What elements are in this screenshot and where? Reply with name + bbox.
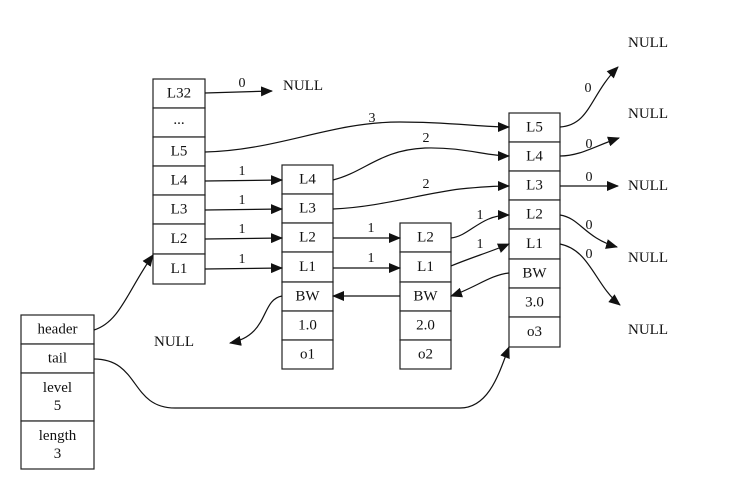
edge-label: 0 xyxy=(586,170,593,185)
length-field-value: 3 xyxy=(54,446,62,462)
edge-label: 1 xyxy=(239,164,246,179)
header-field xyxy=(20,314,95,345)
node-level-L2 xyxy=(281,222,334,253)
null-label-header-L32: NULL xyxy=(283,78,323,94)
header-level-L2 xyxy=(152,223,206,255)
node-score-label: 2.0 xyxy=(416,318,435,334)
header-node: L32 ... L5 L4 L3 L2 L1 xyxy=(152,78,206,285)
node-obj-label: o1 xyxy=(300,347,315,363)
node-obj xyxy=(399,339,452,370)
header-level-ellipsis xyxy=(152,107,206,138)
edge-label: 0 xyxy=(586,218,593,233)
edge-o3-backward-o2 xyxy=(450,272,510,298)
node-level-label: L4 xyxy=(526,149,543,165)
edge-o3-L5-null xyxy=(559,66,619,128)
edge-o1-L3-o3 xyxy=(332,181,510,210)
node-level-L2 xyxy=(399,222,452,253)
node-o2: L2 L1 BW 2.0 o2 xyxy=(399,222,452,370)
node-level-label: L4 xyxy=(299,172,316,188)
node-level-label: L1 xyxy=(526,236,543,252)
edge-header-to-header-node xyxy=(93,254,154,331)
header-level-label: L1 xyxy=(171,261,188,277)
node-score xyxy=(508,287,561,318)
node-backward-label: BW xyxy=(295,289,320,305)
level-field-label: level xyxy=(43,380,72,396)
tail-field-label: tail xyxy=(48,351,67,367)
edge-o3-L4-null xyxy=(559,136,620,157)
edge-label: 1 xyxy=(477,237,484,252)
node-level-label: L2 xyxy=(526,207,543,223)
node-score xyxy=(281,310,334,341)
node-backward-label: BW xyxy=(413,289,438,305)
node-backward-label: BW xyxy=(522,266,547,282)
node-level-label: L3 xyxy=(526,178,543,194)
node-level-label: L1 xyxy=(417,259,434,275)
edge-label: 0 xyxy=(239,76,246,91)
header-field-label: header xyxy=(38,322,78,338)
header-level-label: ... xyxy=(173,112,184,128)
edge-label: 1 xyxy=(477,208,484,223)
edge-header-L3-o1 xyxy=(204,204,283,215)
edge-label: 3 xyxy=(369,111,376,126)
edge-header-L2-o1 xyxy=(204,233,283,244)
node-obj-label: o2 xyxy=(418,347,433,363)
zskiplist-struct: header tail level 5 length 3 xyxy=(20,314,95,470)
node-level-label: L1 xyxy=(299,259,316,275)
node-level-label: L5 xyxy=(526,120,543,136)
edge-label: 1 xyxy=(368,221,375,236)
node-obj xyxy=(281,339,334,370)
node-obj xyxy=(508,316,561,348)
node-backward xyxy=(508,258,561,289)
null-label-o3-L4: NULL xyxy=(628,106,668,122)
node-score xyxy=(399,310,452,341)
null-label-o1-backward: NULL xyxy=(154,334,194,350)
edge-label: 0 xyxy=(586,137,593,152)
edge-header-L4-o1 xyxy=(204,175,283,186)
edge-o2-L1-o3 xyxy=(450,243,510,267)
node-o3: L5 L4 L3 L2 L1 BW 3.0 o3 xyxy=(508,112,561,348)
edge-label: 1 xyxy=(368,251,375,266)
edge-o3-L1-null xyxy=(559,243,621,306)
edge-o1-backward-null xyxy=(229,295,283,346)
header-level-label: L2 xyxy=(171,231,188,247)
node-obj-label: o3 xyxy=(527,324,542,340)
node-level-L1 xyxy=(399,251,452,283)
edge-tail-to-o3 xyxy=(93,346,510,409)
edge-label: 0 xyxy=(586,247,593,262)
level-field-value: 5 xyxy=(54,398,62,414)
null-label-o3-L2: NULL xyxy=(628,250,668,266)
edge-header-L32-null xyxy=(204,86,273,97)
node-level-label: L3 xyxy=(299,201,316,217)
header-level-label: L4 xyxy=(171,173,188,189)
edge-label: 2 xyxy=(423,131,430,146)
node-score-label: 1.0 xyxy=(298,318,317,334)
header-level-label: L32 xyxy=(167,86,191,102)
tail-field xyxy=(20,343,95,374)
length-field-label: length xyxy=(39,428,77,444)
edge-header-L5-o3 xyxy=(204,121,510,153)
edge-label: 1 xyxy=(239,252,246,267)
edge-o1-L4-o3 xyxy=(332,147,510,181)
null-label-o3-L5: NULL xyxy=(628,35,668,51)
edge-label: 1 xyxy=(239,222,246,237)
node-o1: L4 L3 L2 L1 BW 1.0 o1 xyxy=(281,164,334,370)
null-label-o3-L3: NULL xyxy=(628,178,668,194)
edge-label: 0 xyxy=(585,81,592,96)
edge-o2-L2-o3 xyxy=(450,210,510,239)
edge-label: 1 xyxy=(239,193,246,208)
node-score-label: 3.0 xyxy=(525,295,544,311)
header-level-L4 xyxy=(152,165,206,196)
node-level-label: L2 xyxy=(299,230,316,246)
node-level-label: L2 xyxy=(417,230,434,246)
edge-header-L1-o1 xyxy=(204,263,283,274)
null-label-o3-L1: NULL xyxy=(628,322,668,338)
level-field xyxy=(20,372,95,422)
header-level-label: L5 xyxy=(171,144,188,160)
edge-o3-L2-null xyxy=(559,214,618,249)
node-level-L4 xyxy=(281,164,334,195)
header-level-label: L3 xyxy=(171,202,188,218)
length-field xyxy=(20,420,95,470)
edge-label: 2 xyxy=(423,177,430,192)
